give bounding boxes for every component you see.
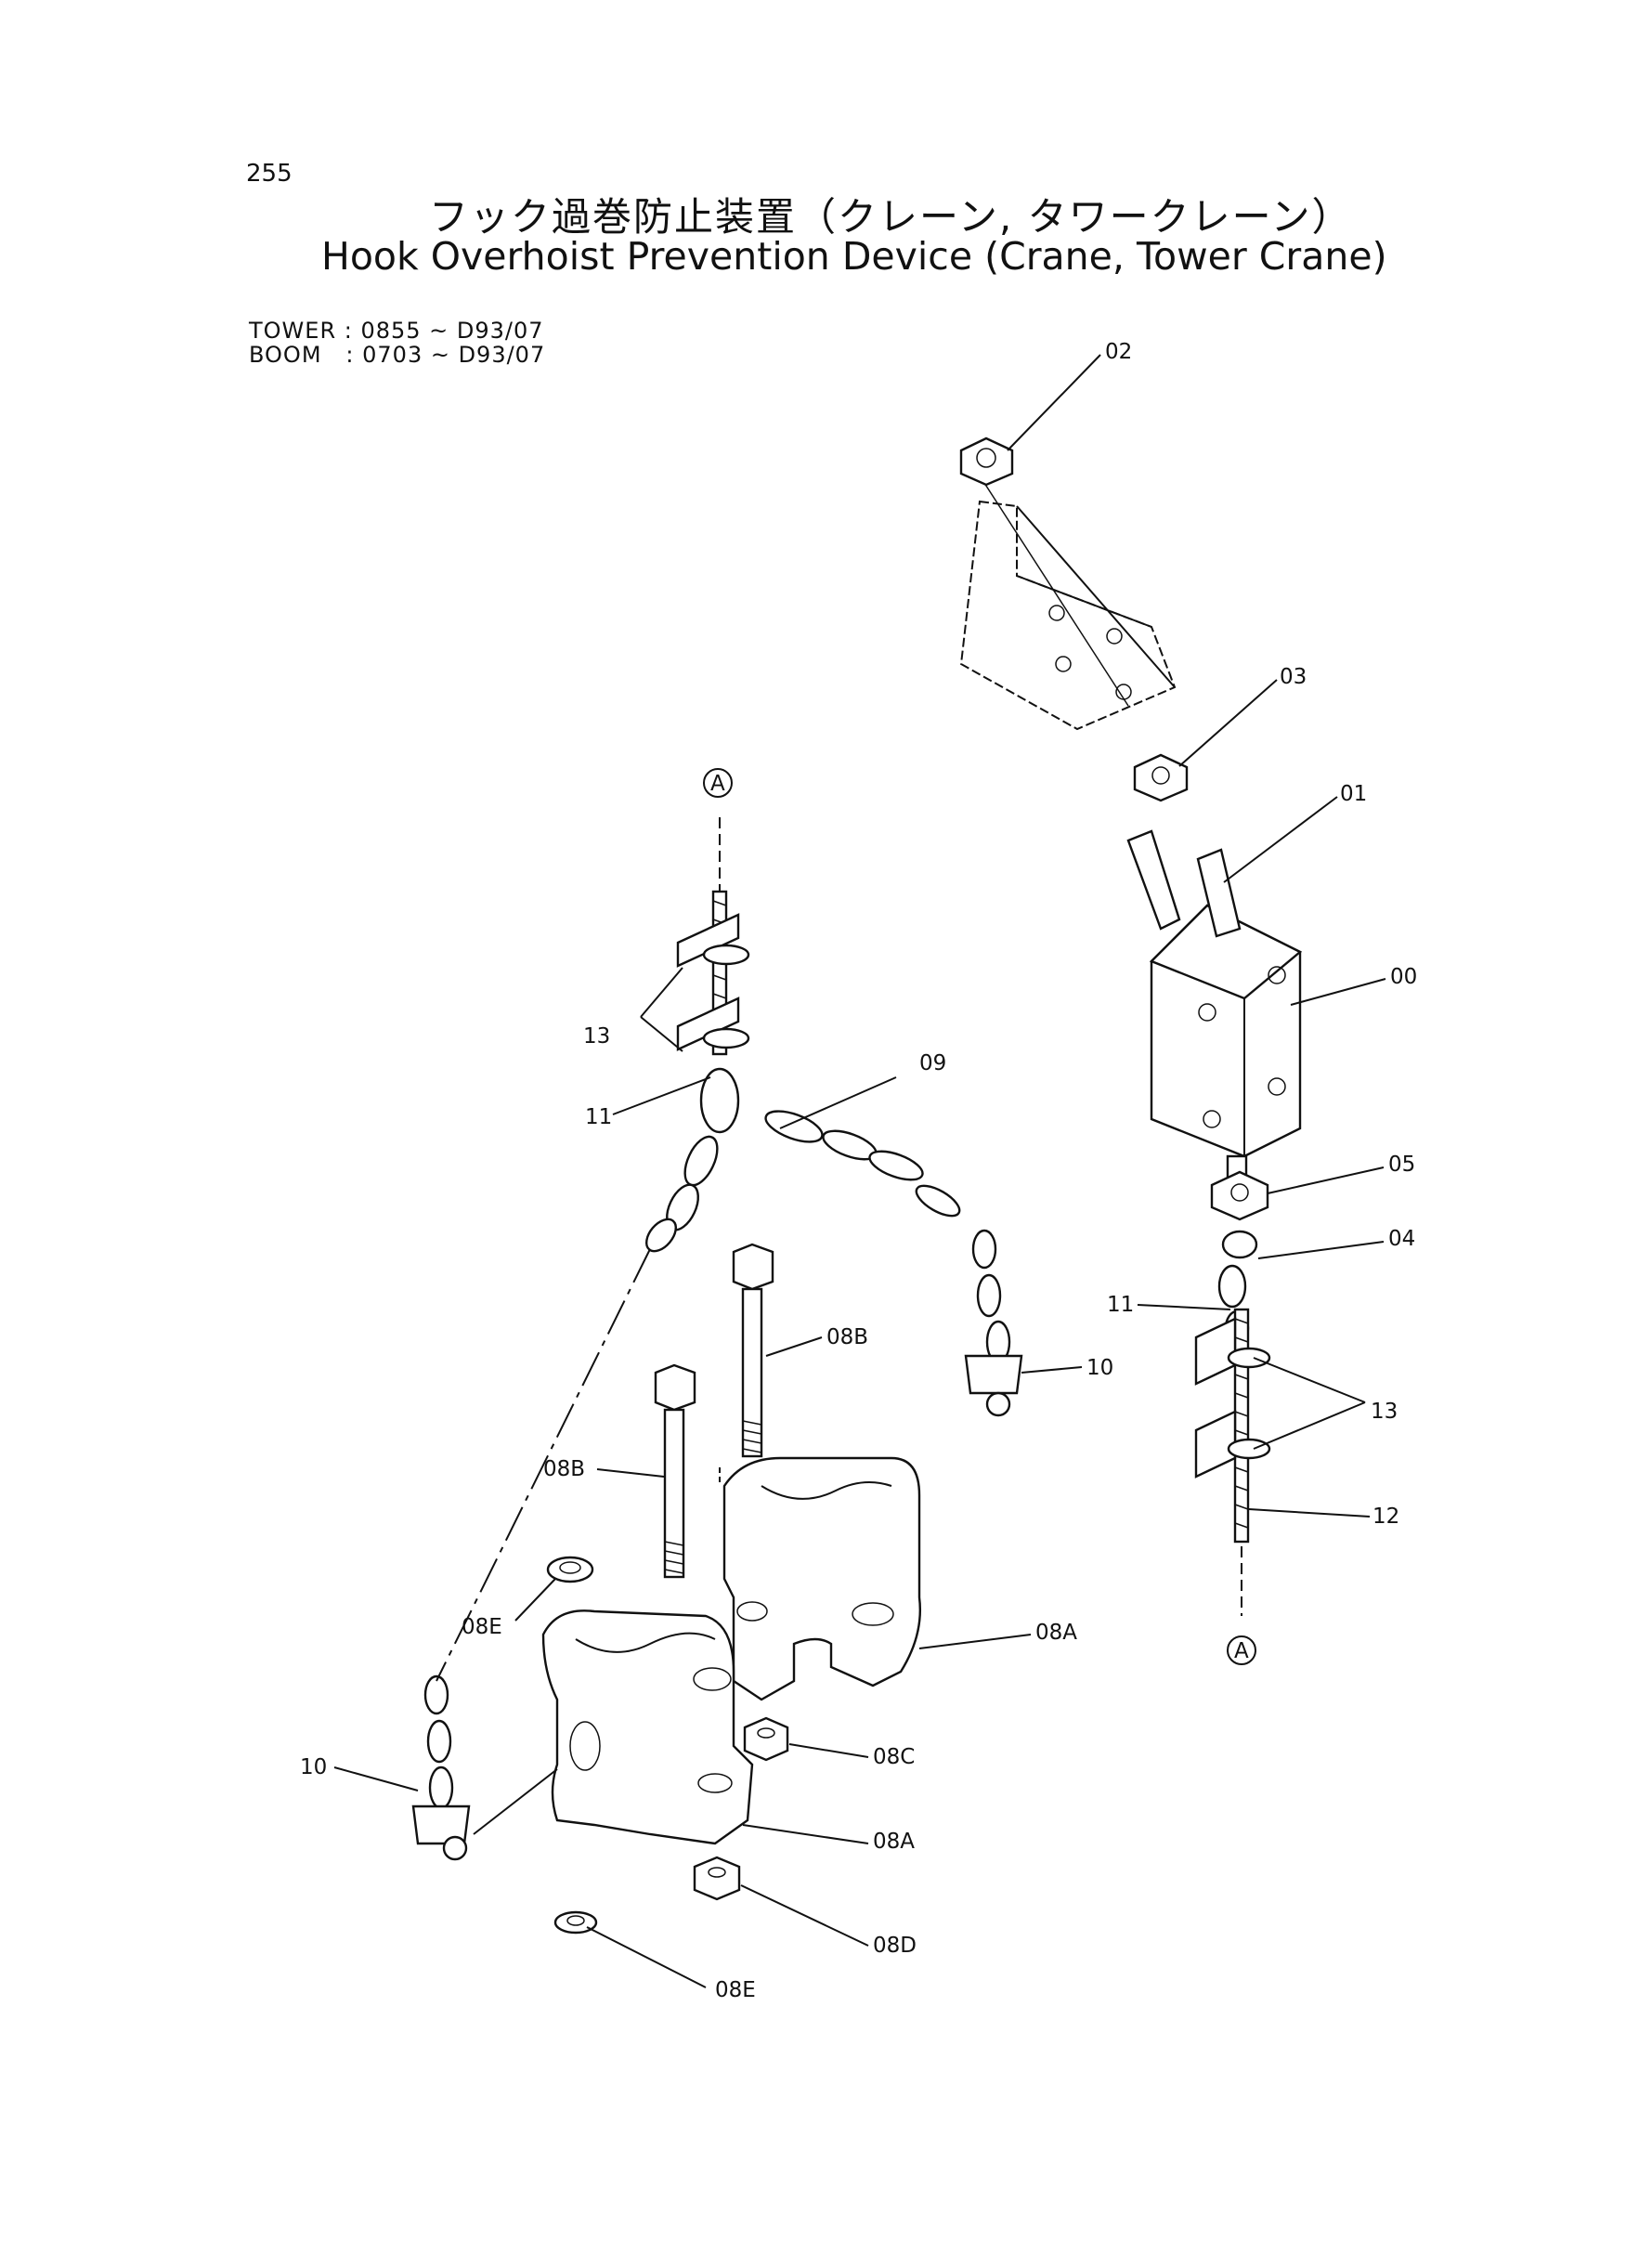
- callout-12: 12: [1372, 1505, 1399, 1529]
- washer-08e-top: [546, 1556, 594, 1583]
- callout-08e-bottom: 08E: [715, 1978, 756, 2002]
- callout-08e-top: 08E: [462, 1615, 502, 1639]
- washer-08e-bottom: [553, 1910, 598, 1935]
- svg-text:A: A: [710, 772, 725, 796]
- nut-03: [1133, 753, 1189, 802]
- nut-05: [1210, 1170, 1269, 1221]
- limit-switch-00: [1149, 904, 1303, 1184]
- clamp-13-left: [676, 913, 750, 1051]
- nut-08c: [743, 1716, 789, 1762]
- clamp-08a-rear: [722, 1456, 921, 1701]
- reference-a-top: A: [703, 768, 733, 798]
- chain-09: [644, 1067, 1011, 1364]
- nut-02: [959, 436, 1014, 487]
- callout-05: 05: [1388, 1153, 1415, 1177]
- callout-08c: 08C: [873, 1745, 915, 1769]
- callout-02: 02: [1105, 340, 1132, 364]
- mounting-bracket: [959, 482, 1177, 731]
- serial-range-tower: TOWER : 0855 ~ D93/07: [249, 318, 544, 344]
- chain-10-left: [411, 1674, 471, 1861]
- page-number: 255: [246, 160, 293, 188]
- callout-10-right: 10: [1086, 1356, 1113, 1380]
- bolt-08b-front: [654, 1363, 696, 1579]
- callout-01: 01: [1340, 782, 1367, 806]
- callout-03: 03: [1280, 665, 1307, 689]
- title-japanese: フック過巻防止装置（クレーン, タワークレーン）: [429, 194, 1353, 240]
- reference-a-bottom: A: [1227, 1635, 1256, 1665]
- clamp-13-right: [1194, 1317, 1271, 1479]
- callout-00: 00: [1390, 965, 1417, 989]
- callout-11-right: 11: [1107, 1293, 1134, 1317]
- leader-lines: [333, 354, 1386, 1988]
- title-english: Hook Overhoist Prevention Device (Crane,…: [321, 234, 1387, 279]
- callout-13-right: 13: [1371, 1400, 1398, 1424]
- shackle-10-right: [964, 1354, 1023, 1417]
- callout-04: 04: [1388, 1227, 1415, 1251]
- callout-08b-rear: 08B: [826, 1325, 868, 1349]
- nut-08d: [693, 1856, 741, 1901]
- callout-08a-rear: 08A: [1035, 1621, 1077, 1645]
- assembly-centerline: [436, 1248, 651, 1682]
- svg-text:A: A: [1234, 1639, 1249, 1663]
- serial-range-boom: BOOM : 0703 ~ D93/07: [249, 342, 546, 368]
- callout-09: 09: [919, 1051, 946, 1075]
- callout-11-left: 11: [585, 1105, 612, 1129]
- bolt-08b-rear: [732, 1243, 774, 1458]
- stud-01: [1126, 829, 1242, 938]
- clamp-08a-front: [541, 1609, 754, 1845]
- callout-10-left: 10: [300, 1755, 327, 1779]
- callout-08b-front: 08B: [543, 1457, 585, 1481]
- callout-13-left: 13: [583, 1024, 610, 1049]
- callout-08a-front: 08A: [873, 1830, 915, 1854]
- callout-08d: 08D: [873, 1934, 917, 1958]
